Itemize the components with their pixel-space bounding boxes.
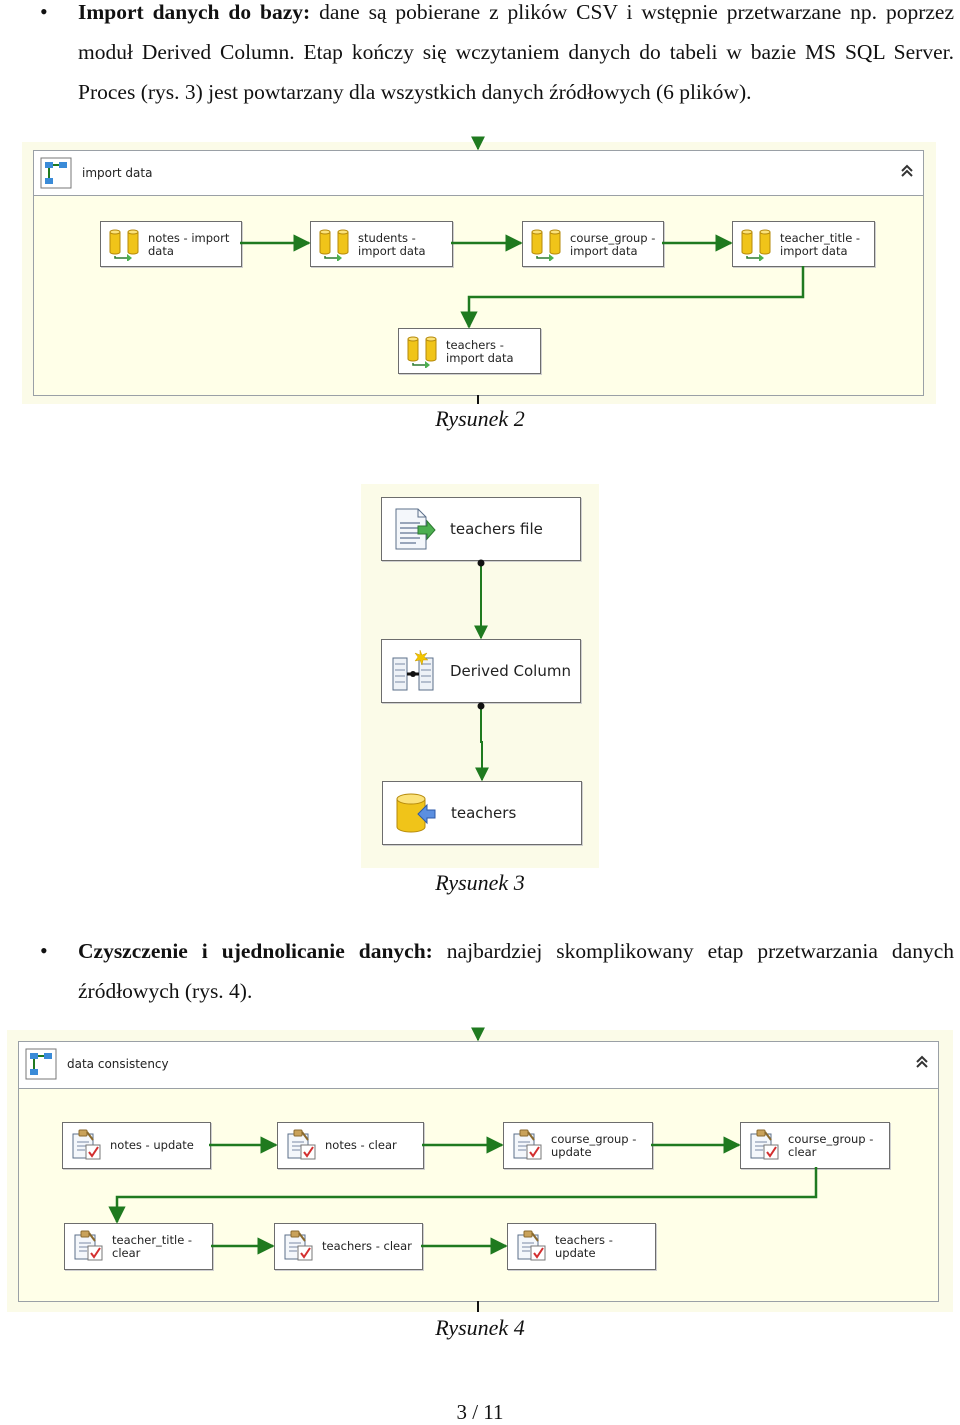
sql-task-icon: [517, 1230, 546, 1261]
container-header: data consistency: [19, 1042, 938, 1089]
component-label: teachers: [451, 804, 517, 822]
task-course-group-clear[interactable]: course_group -clear: [740, 1122, 890, 1169]
task-label: course_group -import data: [570, 231, 656, 258]
task-label: teacher_title -import data: [780, 231, 861, 258]
task-teacher-title-import-data[interactable]: teacher_title -import data: [732, 221, 875, 267]
task-teacher-title-clear[interactable]: teacher_title -clear: [64, 1223, 213, 1270]
paragraph-import: Import danych do bazy: dane są pobierane…: [78, 0, 954, 112]
task-students-import-data[interactable]: students -import data: [310, 221, 453, 267]
task-label: notes - clear: [325, 1138, 397, 1152]
data-flow-task-icon: [109, 229, 139, 261]
task-teachers-clear[interactable]: teachers - clear: [274, 1223, 423, 1270]
container-title: import data: [82, 166, 153, 180]
task-label: course_group -clear: [788, 1132, 874, 1159]
sql-task-icon: [750, 1129, 779, 1160]
container-title: data consistency: [67, 1057, 169, 1071]
component-label: Derived Column: [450, 662, 571, 680]
task-label: students -import data: [358, 231, 426, 258]
collapse-chevron-icon[interactable]: [897, 161, 917, 181]
sql-task-icon: [72, 1129, 101, 1160]
caption-figure-3: Rysunek 3: [435, 870, 525, 895]
sql-task-icon: [513, 1129, 542, 1160]
bullet: •: [40, 938, 48, 963]
task-notes-clear[interactable]: notes - clear: [277, 1122, 424, 1169]
bullet: •: [40, 0, 48, 24]
sql-task-icon: [74, 1230, 103, 1261]
paragraph-import-text: dane są pobierane z plików CSV i wstępni…: [78, 0, 954, 104]
data-flow-task-icon: [741, 229, 771, 261]
flat-file-source-icon: [395, 508, 436, 550]
task-label: course_group -update: [551, 1132, 637, 1159]
page-number: 3 / 11: [456, 1400, 504, 1424]
task-course-group-update[interactable]: course_group -update: [503, 1122, 653, 1169]
component-label: teachers file: [450, 520, 543, 538]
component-teachers-file[interactable]: teachers file: [381, 497, 581, 561]
container-header: import data: [34, 151, 923, 196]
database-destination-icon: [396, 793, 436, 833]
paragraph-import-heading: Import danych do bazy:: [78, 0, 311, 24]
caption-figure-2: Rysunek 2: [435, 406, 525, 431]
sequence-container-icon: [25, 1048, 57, 1080]
task-label: teacher_title -clear: [112, 1233, 193, 1260]
derived-column-icon: [392, 649, 434, 691]
sql-task-icon: [284, 1230, 313, 1261]
data-flow-task-icon: [407, 336, 437, 368]
caption-figure-4: Rysunek 4: [435, 1315, 525, 1340]
component-derived-column[interactable]: Derived Column: [381, 639, 581, 703]
task-course-group-import-data[interactable]: course_group -import data: [522, 221, 664, 267]
task-label: teachers -update: [555, 1233, 613, 1260]
collapse-chevron-icon[interactable]: [912, 1052, 932, 1072]
task-label: teachers - clear: [322, 1239, 412, 1253]
task-teachers-import-data[interactable]: teachers -import data: [398, 328, 541, 374]
task-label: notes - update: [110, 1138, 194, 1152]
sequence-container-icon: [40, 157, 72, 189]
paragraph-cleaning-text: najbardziej skomplikowany etap przetwarz…: [78, 939, 954, 1003]
component-teachers-destination[interactable]: teachers: [382, 781, 582, 845]
task-notes-update[interactable]: notes - update: [62, 1122, 211, 1169]
paragraph-cleaning-heading: Czyszczenie i ujednolicanie danych:: [78, 939, 433, 963]
sql-task-icon: [287, 1129, 316, 1160]
data-flow-task-icon: [531, 229, 561, 261]
task-label: teachers -import data: [446, 338, 514, 365]
paragraph-cleaning: Czyszczenie i ujednolicanie danych: najb…: [78, 931, 954, 1011]
task-teachers-update[interactable]: teachers -update: [507, 1223, 656, 1270]
data-flow-task-icon: [319, 229, 349, 261]
